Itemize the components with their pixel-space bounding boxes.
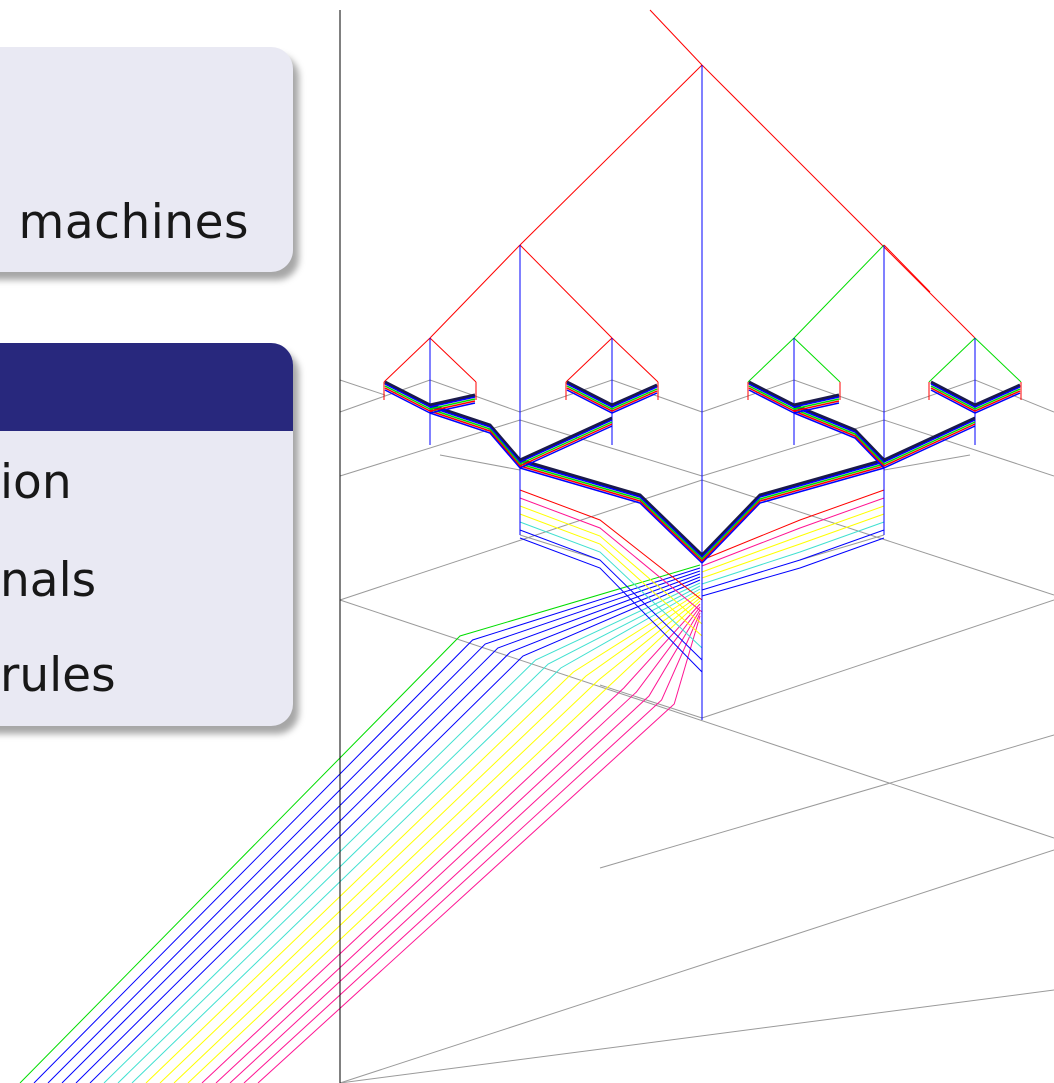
grid-line bbox=[339, 989, 1054, 1083]
signal-line bbox=[701, 521, 885, 585]
merge-path bbox=[930, 387, 1021, 412]
block-item: rules bbox=[0, 648, 116, 703]
grid-line bbox=[439, 454, 521, 471]
merge-path bbox=[930, 389, 1021, 414]
tree-branch bbox=[429, 337, 477, 383]
block-item: ion bbox=[0, 455, 72, 510]
tree-branch bbox=[793, 244, 885, 339]
grid-line bbox=[883, 454, 971, 471]
merge-path bbox=[566, 383, 658, 408]
tree-branch bbox=[701, 64, 976, 339]
block-top: machines bbox=[0, 47, 293, 272]
grid-line bbox=[611, 379, 703, 413]
signal-line bbox=[215, 606, 701, 1083]
merge-path bbox=[793, 412, 976, 469]
signal-line bbox=[173, 597, 701, 1083]
merge-path bbox=[519, 467, 885, 565]
grid-line bbox=[519, 419, 703, 477]
merge-path bbox=[566, 385, 658, 410]
merge-path bbox=[793, 408, 976, 465]
signal-line bbox=[201, 603, 701, 1083]
block-bottom: ion nals rules bbox=[0, 343, 293, 726]
tree-branch bbox=[974, 337, 1022, 383]
tree-branch bbox=[519, 244, 613, 339]
merge-path bbox=[793, 410, 976, 467]
merge-path bbox=[793, 403, 976, 462]
tree-branch bbox=[883, 244, 931, 293]
merge-path bbox=[566, 389, 658, 414]
merge-path bbox=[930, 380, 1021, 407]
grid-line bbox=[339, 379, 386, 396]
grid-line bbox=[799, 534, 885, 561]
tree-branch bbox=[747, 337, 795, 383]
merge-path bbox=[793, 406, 976, 463]
signal-line bbox=[47, 570, 701, 1083]
signal-line bbox=[75, 576, 701, 1083]
grid-line bbox=[599, 734, 1054, 869]
signal-line bbox=[701, 497, 885, 567]
tree-branch bbox=[793, 337, 841, 383]
merge-path bbox=[429, 406, 613, 463]
merge-path bbox=[429, 412, 613, 469]
tree-branch bbox=[611, 337, 659, 383]
tree-branch bbox=[429, 244, 521, 339]
signal-line bbox=[701, 505, 885, 573]
merge-path bbox=[519, 463, 885, 561]
signal-line bbox=[701, 537, 885, 597]
grid-line bbox=[701, 479, 1054, 596]
tree-branch bbox=[519, 64, 703, 246]
merge-path bbox=[566, 380, 658, 407]
merge-path bbox=[429, 403, 613, 462]
signal-line bbox=[61, 573, 701, 1083]
tree-branch bbox=[565, 337, 613, 383]
signal-line bbox=[519, 497, 703, 613]
block-top-text: machines bbox=[18, 195, 249, 250]
merge-path bbox=[566, 387, 658, 412]
signal-line bbox=[519, 537, 703, 673]
signal-line bbox=[19, 564, 701, 1083]
signal-line bbox=[89, 579, 701, 1083]
signal-line bbox=[519, 513, 703, 637]
merge-path bbox=[519, 458, 885, 558]
merge-path bbox=[930, 383, 1021, 408]
signal-line bbox=[701, 529, 885, 591]
signal-line bbox=[103, 582, 701, 1083]
signal-line bbox=[243, 612, 701, 1083]
signal-line bbox=[701, 513, 885, 579]
tree-branch bbox=[928, 337, 976, 383]
merge-path bbox=[429, 410, 613, 467]
tree-branch bbox=[649, 9, 703, 66]
merge-paths bbox=[384, 380, 1021, 565]
grid-line bbox=[339, 379, 431, 413]
signal-line bbox=[257, 615, 701, 1083]
block-bottom-header bbox=[0, 343, 293, 431]
signal-line bbox=[145, 591, 701, 1083]
signal-line bbox=[519, 521, 703, 649]
merge-path bbox=[519, 465, 885, 563]
block-item: nals bbox=[0, 553, 97, 608]
signal-bundle bbox=[19, 489, 885, 1083]
merge-path bbox=[930, 385, 1021, 410]
signal-tree bbox=[383, 9, 1022, 720]
tree-branch bbox=[383, 337, 431, 383]
grid-line bbox=[339, 599, 1054, 839]
signal-line bbox=[519, 529, 703, 661]
grid-line bbox=[339, 849, 1054, 1083]
merge-path bbox=[429, 408, 613, 465]
signal-line bbox=[519, 505, 703, 625]
grid-line bbox=[519, 534, 601, 561]
merge-path bbox=[519, 461, 885, 559]
signal-line bbox=[701, 489, 885, 561]
grid-line bbox=[599, 684, 703, 719]
grid-line bbox=[883, 419, 1054, 477]
signal-line bbox=[519, 489, 703, 601]
signal-line bbox=[131, 588, 701, 1083]
signal-line bbox=[159, 594, 701, 1083]
signal-line bbox=[187, 600, 701, 1083]
signal-line bbox=[117, 585, 701, 1083]
grid-line bbox=[701, 599, 1054, 719]
signal-line bbox=[229, 609, 701, 1083]
